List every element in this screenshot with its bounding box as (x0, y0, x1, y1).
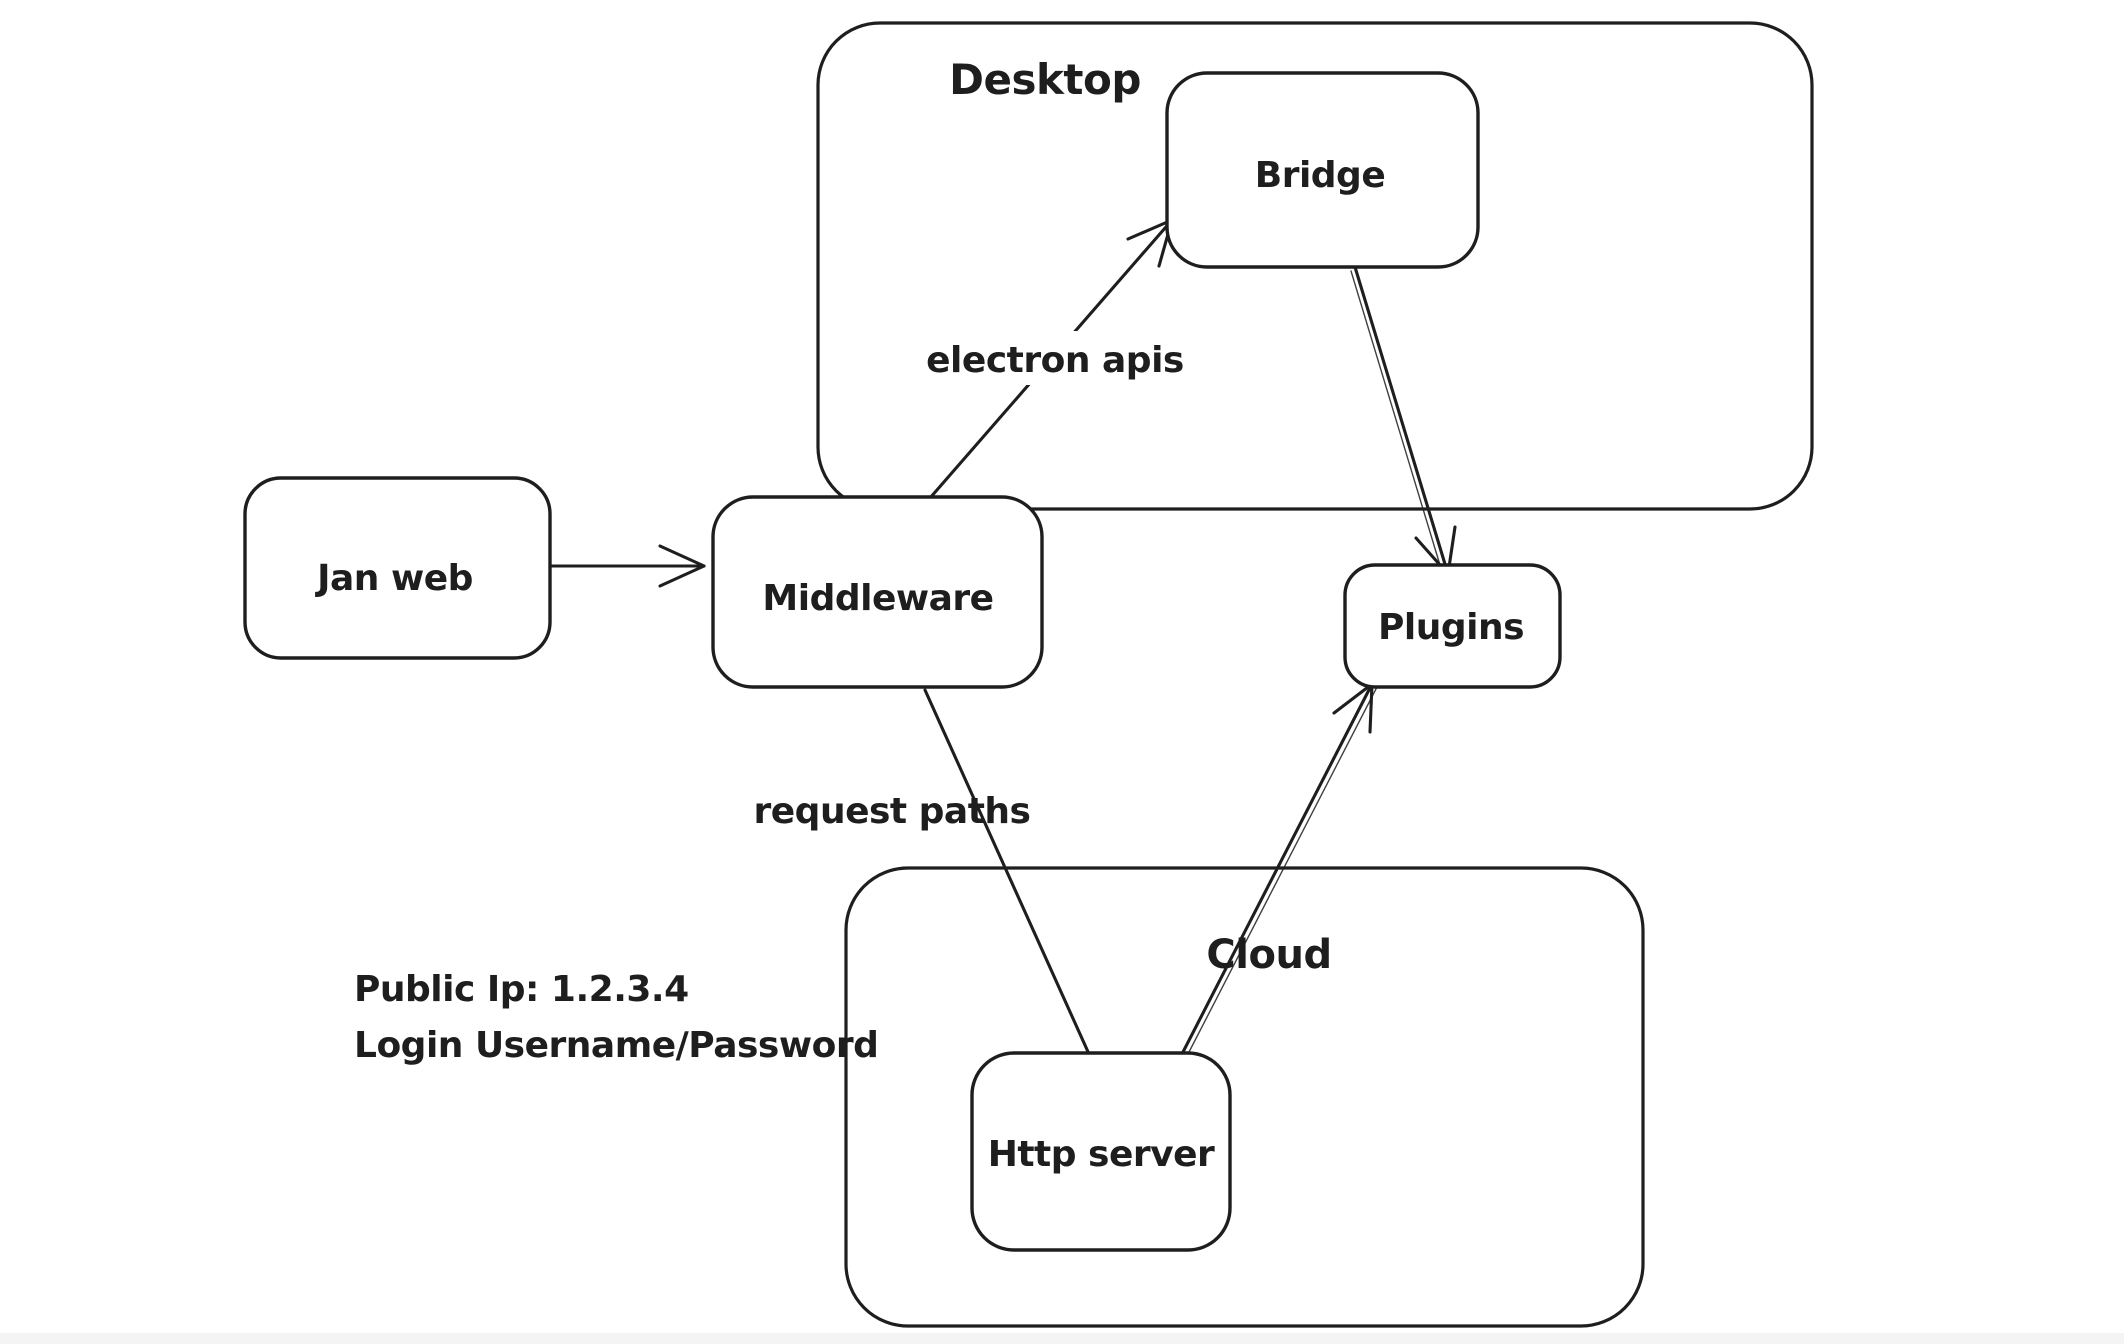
edge-line[interactable] (1353, 265, 1450, 576)
desktop-container-label: Desktop (949, 55, 1141, 104)
annotation-public-ip: Public Ip: 1.2.3.4 (354, 969, 689, 1010)
edge-bridge-to-plugins[interactable] (1350, 265, 1457, 576)
node-bridge[interactable]: Bridge (1165, 71, 1480, 269)
node-jan-web[interactable]: Jan web (243, 476, 552, 660)
cloud-container-box[interactable] (844, 866, 1645, 1328)
middleware-label: Middleware (762, 578, 993, 619)
container-cloud[interactable] (844, 866, 1645, 1328)
edge-sketch-stroke (1350, 270, 1444, 576)
http-server-box[interactable] (970, 1051, 1232, 1252)
edge-sketch-stroke (1187, 686, 1378, 1055)
http-server-label: Http server (988, 1134, 1215, 1175)
container-desktop[interactable]: Desktop (816, 21, 1814, 511)
desktop-container-box[interactable] (816, 21, 1814, 511)
jan-web-box[interactable] (243, 476, 552, 660)
bridge-label: Bridge (1255, 155, 1386, 196)
plugins-box[interactable] (1343, 563, 1562, 689)
edge-jan-web-to-middleware[interactable] (550, 544, 706, 588)
annotation-block[interactable]: Public Ip: 1.2.3.4 Login Username/Passwo… (354, 969, 879, 1066)
arrowhead-icon (658, 544, 706, 588)
node-middleware[interactable]: Middleware (711, 495, 1044, 689)
bridge-box[interactable] (1165, 71, 1480, 269)
edge-line[interactable] (923, 688, 1091, 1056)
cloud-container-label: Cloud (1206, 932, 1331, 978)
node-plugins[interactable]: Plugins (1343, 563, 1562, 689)
plugins-label: Plugins (1378, 607, 1524, 648)
edge-label-request-paths: request paths (754, 791, 1031, 832)
middleware-box[interactable] (711, 495, 1044, 689)
node-http-server[interactable]: Http server (970, 1051, 1232, 1252)
bottom-edge-strip (0, 1333, 2124, 1344)
edge-label-background (905, 331, 1207, 385)
jan-web-label: Jan web (314, 558, 473, 599)
edge-middleware-to-bridge[interactable]: electron apis (905, 218, 1207, 500)
edge-line[interactable] (1181, 682, 1374, 1054)
annotation-login: Login Username/Password (354, 1025, 878, 1066)
edge-middleware-to-http-server[interactable]: request paths (754, 688, 1091, 1056)
edge-label-electron-apis: electron apis (926, 340, 1184, 381)
